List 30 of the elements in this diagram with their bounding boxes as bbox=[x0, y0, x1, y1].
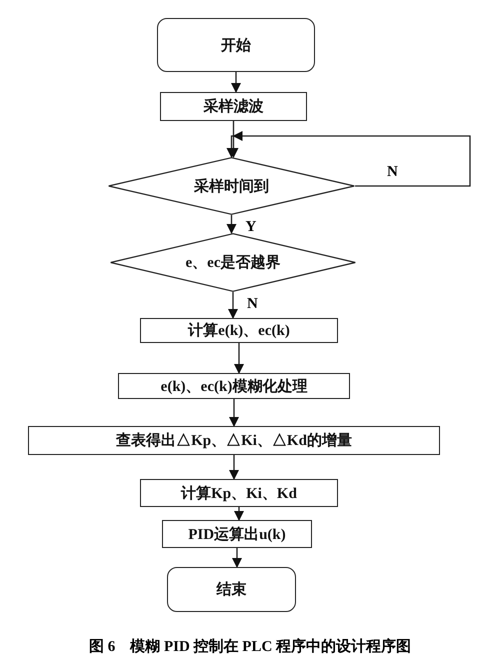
terminal-box bbox=[167, 567, 296, 612]
arrow bbox=[226, 135, 471, 187]
process-box bbox=[160, 92, 307, 121]
process-box bbox=[140, 479, 338, 507]
node-text: 采样时间到 bbox=[194, 177, 269, 196]
node-text: PID运算出u(k) bbox=[188, 525, 286, 544]
arrow bbox=[229, 455, 239, 480]
arrow bbox=[232, 548, 242, 568]
caption: 图 6 模糊 PID 控制在 PLC 程序中的设计程序图 bbox=[88, 637, 412, 656]
node-text: e、ec是否越界 bbox=[186, 253, 280, 272]
process-box bbox=[118, 373, 350, 399]
arrow bbox=[234, 507, 244, 521]
node-text: 开始 bbox=[221, 36, 251, 54]
process-box bbox=[162, 520, 312, 548]
node-text: 查表得出△Kp、△Ki、△Kd的增量 bbox=[116, 431, 352, 450]
process-box bbox=[140, 318, 338, 343]
node-text: e(k)、ec(k)模糊化处理 bbox=[160, 377, 308, 396]
arrow bbox=[229, 399, 239, 427]
decision-diamond bbox=[108, 157, 355, 215]
terminal-box bbox=[157, 18, 315, 72]
node-text: 采样滤波 bbox=[204, 97, 264, 116]
arrow bbox=[231, 72, 241, 93]
arrow bbox=[228, 292, 238, 319]
node-text: 计算e(k)、ec(k) bbox=[188, 321, 290, 340]
decision-diamond bbox=[110, 233, 356, 292]
node-text: 计算Kp、Ki、Kd bbox=[181, 484, 297, 502]
process-box bbox=[28, 426, 440, 455]
node-text: 结束 bbox=[216, 580, 246, 599]
arrow bbox=[226, 215, 236, 234]
arrow bbox=[234, 343, 244, 374]
